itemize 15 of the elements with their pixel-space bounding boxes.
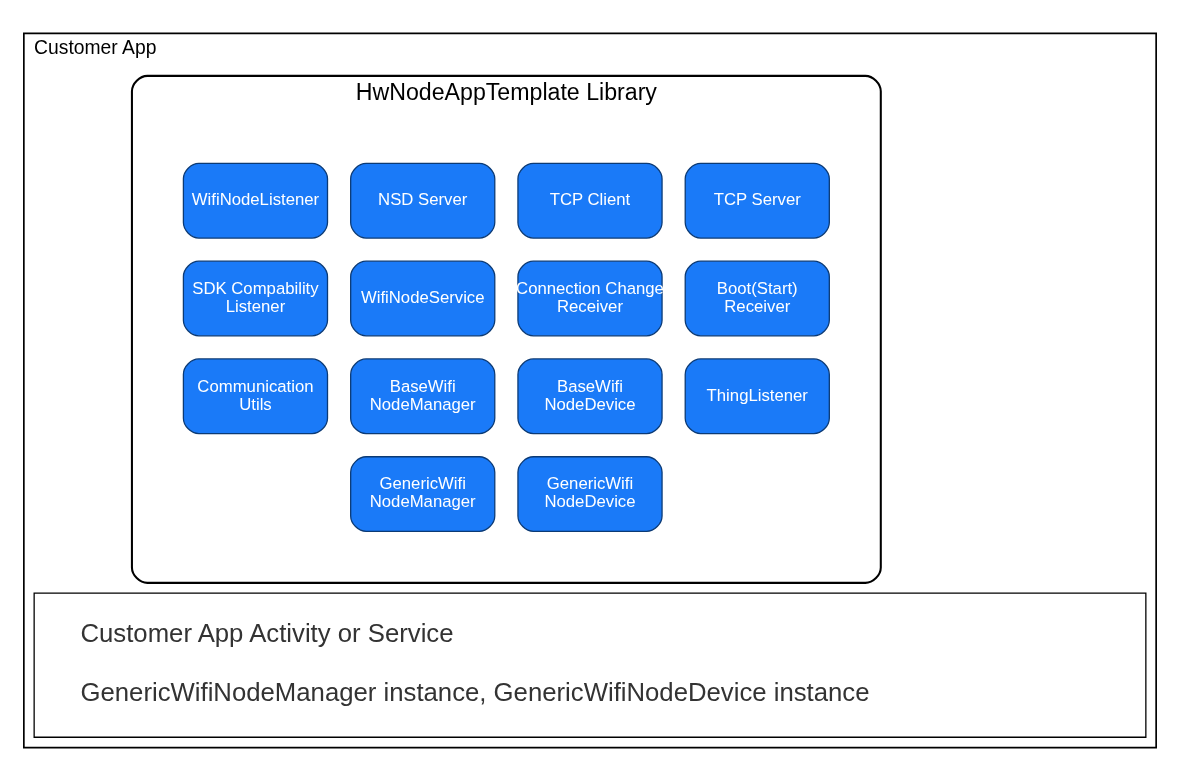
node-box: BaseWifi NodeManager [350,357,496,434]
node-box: WifiNodeService [350,260,496,336]
node-box: BaseWifi NodeDevice [517,357,663,434]
node-box: Communication Utils [182,357,329,434]
node-box: GenericWifi NodeDevice [517,455,663,532]
node-box: Customer App Activity or Service GenericWifiNodeManager instance, GenericWifiNodeDevice instance [33,592,1147,738]
node-box: TCP Client [517,162,663,239]
node-box: SDK Compability Listener [182,260,329,336]
node-box: Connection Change Receiver [517,260,663,336]
node-box: GenericWifi NodeManager [350,455,496,532]
node-box: WifiNodeListener [182,162,329,239]
node-box: NSD Server [350,162,496,239]
node-box: ThingListener [684,357,830,434]
node-box: Boot(Start) Receiver [684,260,830,336]
node-box: TCP Server [684,162,830,239]
